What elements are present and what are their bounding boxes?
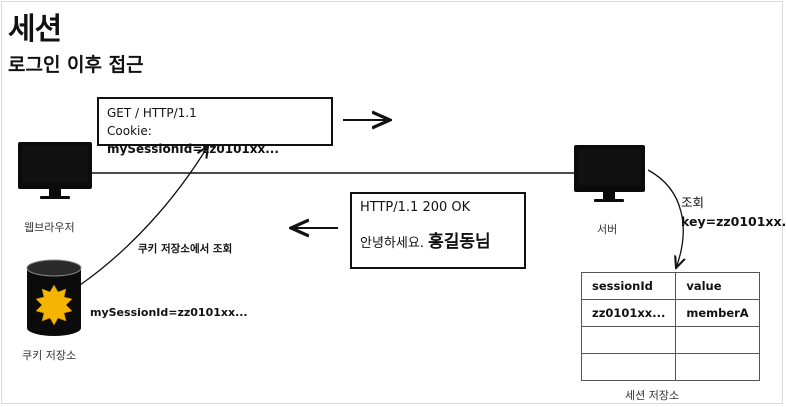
cookie-store-label: 쿠키 저장소 xyxy=(22,349,77,362)
cookie-store-value: mySessionId=zz0101xx... xyxy=(90,306,248,319)
response-status: HTTP/1.1 200 OK xyxy=(360,200,471,215)
table-row: zz0101xx... memberA xyxy=(580,299,760,327)
browser-monitor-icon xyxy=(18,142,92,199)
table-row xyxy=(580,326,760,354)
browser-label: 웹브라우저 xyxy=(24,221,75,234)
session-lookup-arrow xyxy=(647,169,683,268)
server-label: 서버 xyxy=(597,223,618,236)
greeting-name: 홍길동님 xyxy=(428,232,491,252)
cookie-store-cylinder-icon xyxy=(26,259,82,336)
page-title: 세션 xyxy=(8,12,62,47)
session-store-table: sessionId value zz0101xx... memberA xyxy=(580,272,760,381)
request-line: GET / HTTP/1.1 xyxy=(107,106,197,120)
cell-value xyxy=(675,353,760,381)
cell-value xyxy=(675,326,760,354)
table-row xyxy=(580,353,760,381)
page-subtitle: 로그인 이후 접근 xyxy=(8,54,144,76)
table-header-row: sessionId value xyxy=(580,272,760,300)
cookie-lookup-label: 쿠키 저장소에서 조회 xyxy=(138,243,233,255)
greeting-prefix: 안녕하세요. xyxy=(360,236,429,251)
header-session-id: sessionId xyxy=(580,272,677,300)
cell-session-id xyxy=(580,353,677,381)
cell-value: memberA xyxy=(675,299,760,327)
http-request-box: GET / HTTP/1.1 Cookie: mySessionId=zz010… xyxy=(97,97,333,156)
cell-session-id: zz0101xx... xyxy=(580,299,677,327)
server-monitor-icon xyxy=(574,145,645,202)
session-store-label: 세션 저장소 xyxy=(625,389,680,402)
server-lookup-text: 조회 key=zz0101xx... xyxy=(681,193,786,231)
cookie-header: Cookie: mySessionId=zz0101xx... xyxy=(107,122,323,158)
header-value: value xyxy=(675,272,760,300)
server-lookup-key: key=zz0101xx... xyxy=(681,214,786,229)
server-lookup-line1: 조회 xyxy=(681,195,705,210)
response-greeting: 안녕하세요. 홍길동님 xyxy=(360,227,516,252)
cookie-header-value: mySessionId=zz0101xx... xyxy=(107,142,279,156)
cookie-burst-icon xyxy=(35,284,73,326)
http-response-box: HTTP/1.1 200 OK 안녕하세요. 홍길동님 xyxy=(350,192,526,269)
cookie-header-prefix: Cookie: xyxy=(107,124,152,138)
cookie-lookup-arrow xyxy=(79,146,208,286)
cell-session-id xyxy=(580,326,677,354)
